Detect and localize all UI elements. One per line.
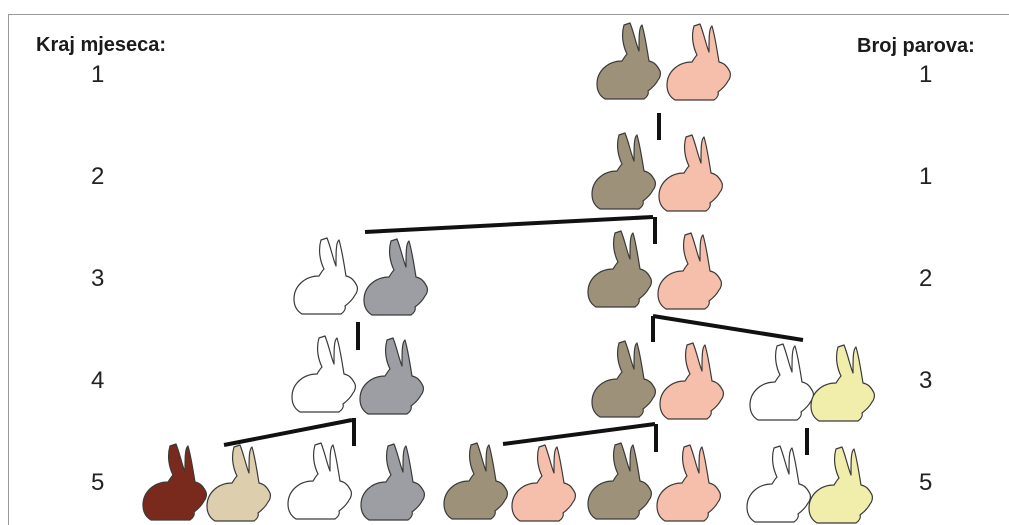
pair-count-5: 5 (919, 469, 933, 496)
rabbit-icon (591, 132, 656, 210)
rabbit-icon (142, 443, 207, 521)
pair-count-4: 3 (919, 367, 933, 394)
rabbit-icon (746, 445, 811, 523)
rabbit-icon (596, 22, 661, 100)
month-label-5: 5 (91, 469, 105, 496)
pair-count-2: 1 (919, 163, 933, 190)
connector-line (652, 314, 804, 342)
connector-line (223, 418, 353, 447)
month-label-4: 4 (91, 367, 105, 394)
rabbit-icon (658, 134, 723, 212)
rabbit-icon (206, 444, 271, 522)
rabbit-icon (749, 343, 814, 421)
rabbit-icon (810, 344, 875, 422)
rabbit-icon (511, 444, 576, 522)
connector-line (502, 422, 656, 446)
rabbit-icon (591, 340, 656, 418)
right-header: Broj parova: (857, 35, 975, 57)
rabbit-icon (587, 230, 652, 308)
pair-count-3: 2 (919, 265, 933, 292)
rabbit-icon (287, 442, 352, 520)
rabbit-icon (659, 342, 724, 420)
rabbit-icon (293, 237, 358, 315)
rabbit-icon (666, 23, 731, 101)
left-header: Kraj mjeseca: (36, 34, 167, 56)
connector-line (364, 215, 654, 234)
rabbit-icon (443, 442, 508, 520)
month-label-2: 2 (91, 163, 105, 190)
connector-lines (223, 113, 809, 455)
rabbit-group (142, 22, 875, 524)
month-label-1: 1 (91, 61, 105, 88)
rabbit-icon (360, 443, 425, 521)
rabbit-icon (587, 442, 652, 520)
rabbit-icon (291, 335, 356, 413)
month-label-3: 3 (91, 265, 105, 292)
pair-count-1: 1 (919, 61, 933, 88)
rabbit-icon (363, 238, 428, 316)
rabbit-icon (808, 446, 873, 524)
rabbit-icon (359, 337, 424, 415)
rabbit-icon (657, 232, 722, 310)
rabbit-icon (656, 444, 721, 522)
diagram-frame (8, 14, 1009, 525)
